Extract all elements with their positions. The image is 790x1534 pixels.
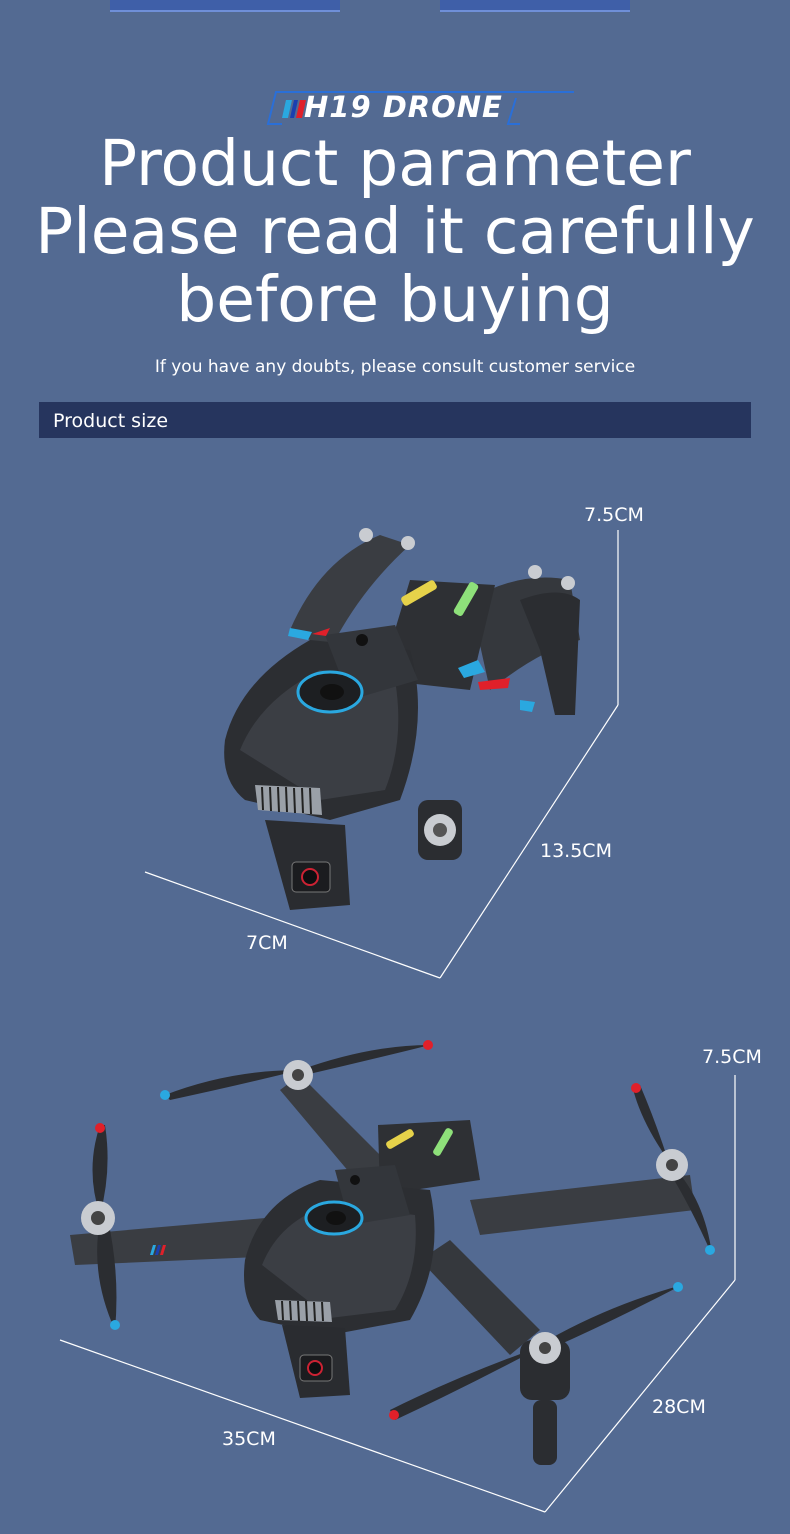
- unfolded-drone-image: [59, 1040, 736, 1513]
- unfolded-width-label: 35CM: [222, 1428, 276, 1450]
- subtitle: If you have any doubts, please consult c…: [154, 357, 636, 377]
- folded-length-label: 13.5CM: [540, 840, 612, 862]
- section-title: Product size: [53, 410, 169, 432]
- unfolded-height-label: 7.5CM: [702, 1046, 762, 1068]
- page-title: Product parameter Please read it careful…: [0, 130, 790, 334]
- section-header: Product size: [39, 402, 751, 438]
- brand-frame-icon: [266, 91, 574, 125]
- brand-logo-text: H19 DRONE: [304, 90, 503, 124]
- unfolded-length-label: 28CM: [652, 1396, 706, 1418]
- folded-height-label: 7.5CM: [584, 504, 644, 526]
- title-line-1: Product parameter: [99, 127, 691, 200]
- brand-logo: H19 DRONE: [262, 88, 574, 128]
- title-line-2: Please read it carefully: [35, 195, 755, 268]
- top-decor-strip: [110, 0, 630, 12]
- folded-width-label: 7CM: [246, 932, 288, 954]
- title-line-3: before buying: [176, 263, 614, 336]
- folded-drone-image: [144, 528, 619, 979]
